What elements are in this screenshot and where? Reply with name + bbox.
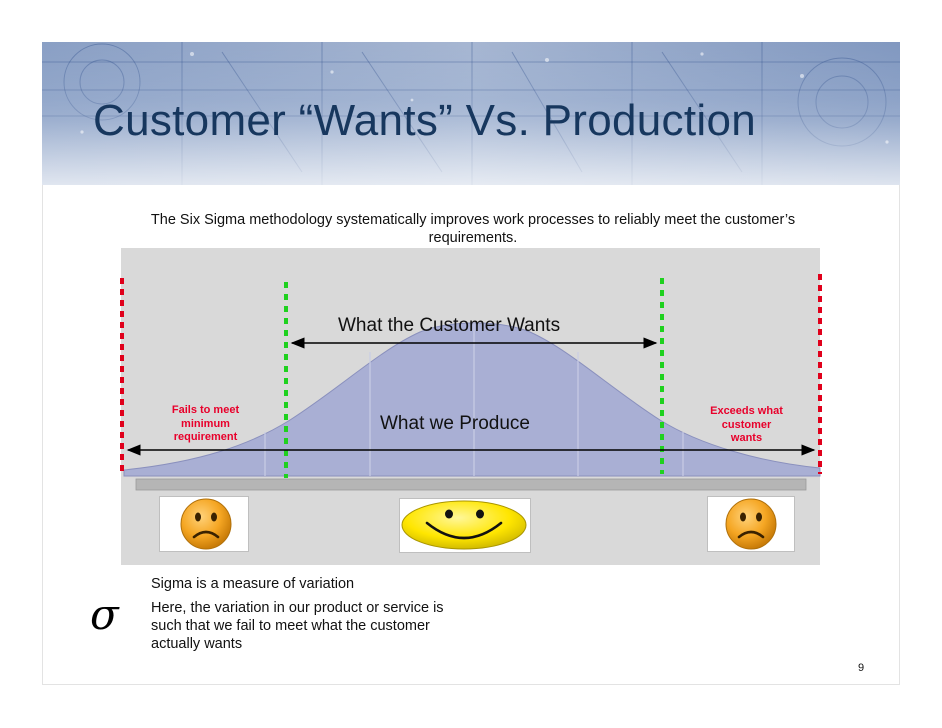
title-banner [42, 42, 900, 185]
page-number: 9 [858, 662, 865, 674]
smiley-face-icon [401, 500, 527, 550]
note-line: Sigma is a measure of variation [151, 576, 355, 592]
slide-title: Customer “Wants” Vs. Production [93, 96, 756, 145]
production-label: What we Produce [380, 413, 530, 434]
baseline-bar [135, 478, 807, 491]
exceeds-label-line-1: Exceeds what [710, 405, 783, 417]
smiley-face-box [399, 498, 531, 553]
slide-subtitle: The Six Sigma methodology systematically… [150, 212, 796, 246]
note-line: actually wants [151, 636, 243, 652]
exceeds-wants-label: Exceeds what customer wants [700, 405, 793, 446]
sigma-notes: Sigma is a measure of variation Here, th… [151, 575, 444, 653]
note-line: such that we fail to meet what the custo… [151, 618, 430, 634]
fails-label-line-3: requirement [173, 431, 238, 443]
fails-label-line-1: Fails to meet [171, 404, 240, 416]
note-line: Here, the variation in our product or se… [151, 600, 444, 616]
customer-wants-label: What the Customer Wants [338, 315, 561, 336]
sad-face-icon [725, 498, 777, 550]
exceeds-label-line-2: customer [721, 418, 772, 431]
sad-face-right-box [707, 496, 795, 552]
fails-minimum-label: Fails to meet minimum requirement [158, 404, 253, 445]
sigma-symbol: σ [90, 590, 119, 639]
exceeds-label-line-3: wants [730, 432, 763, 444]
banner-decoration [42, 42, 900, 185]
sad-face-icon [180, 498, 232, 550]
bell-curve [123, 322, 821, 477]
fails-label-line-2: minimum [181, 417, 230, 430]
sad-face-left-box [159, 496, 249, 552]
